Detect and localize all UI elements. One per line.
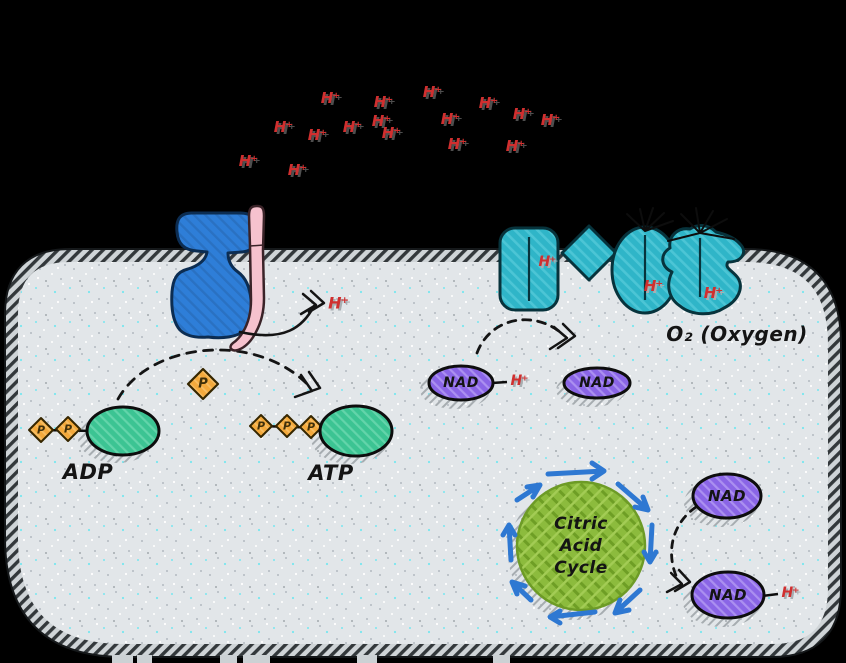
nadh-to-etc-arrow [475,318,577,355]
adenosine-oval-icon [85,405,161,457]
nad-oval-icon [691,472,763,520]
nadh-oval-icon [690,570,766,620]
cilia-icon [626,207,674,232]
adp-label: ADP [62,460,114,484]
phosphate-label: P [198,376,208,392]
proton-label: H⁺ [287,161,308,179]
proton-label: H⁺ [447,135,468,153]
proton-label: H⁺ [307,126,328,144]
proton-label: H⁺ [540,111,561,129]
proton-label: H⁺ [381,124,402,142]
proton-label: H⁺ [422,83,443,101]
nad-label: NAD [443,375,479,391]
phosphate-label: P [36,423,46,437]
proton-label: H⁺ [238,152,259,170]
arrowhead-icon [548,322,577,351]
proton-label: H⁺ [320,89,341,107]
phosphate-label: P [306,420,316,434]
diamond-protein-icon [560,224,618,282]
adp-molecule [28,405,161,457]
proton-label: H⁺ [342,118,363,136]
nad-label: NAD [579,375,615,391]
proton-label: H⁺ [440,110,461,128]
atp-synthase [170,204,326,352]
nad-label: NAD [707,487,747,505]
proton-label: H⁺ [512,105,533,123]
phosphate-diamond-icon [275,414,299,438]
proton-label: H⁺ [538,254,556,270]
phosphorylation-arrow [116,348,322,401]
nad-reduction-arrow [665,505,698,594]
clockwise-cycle-arrows-icon [500,460,659,626]
nad-pair-citric [690,472,779,620]
phosphate-diamond-icon [249,414,273,438]
proton-exit-arrow [238,289,326,337]
cilia-icon [667,207,735,242]
proton-label: H⁺ [781,585,799,601]
atp-label: ATP [308,461,354,485]
proton-label: H⁺ [703,284,724,302]
proton-label: H⁺ [328,293,349,313]
proton-label: H⁺ [505,137,526,155]
atp-synthase-protein-icon [170,211,260,340]
oxygen-label: O₂ (Oxygen) [666,322,808,346]
proton-label: H⁺ [373,93,394,111]
proton-label: H⁺ [478,94,499,112]
arrowhead-icon [293,370,322,399]
citric-cycle-circle-icon [515,480,647,612]
atp-molecule [249,404,394,458]
nadh-oval-icon [427,364,495,402]
proton-label: H⁺ [273,118,294,136]
phosphate-diamond-icon [28,417,54,443]
free-phosphate-diamond-icon [186,367,220,401]
citric-cycle-label: Acid [559,536,603,556]
citric-cycle-label: Citric [554,514,608,534]
phosphate-label: P [282,419,292,433]
nad-oval-icon [562,366,632,400]
arrowhead-icon [665,568,692,594]
anemone-protein-icon [661,224,745,316]
phosphate-label: P [256,419,266,433]
adenosine-oval-icon [318,404,394,458]
phosphate-diamond-icon [299,415,323,439]
proton-label: H⁺ [510,373,528,389]
electron-transport-chain [498,207,745,316]
inner-membrane-hatch [6,250,840,656]
proton-label: H⁺ [371,112,392,130]
nad-label: NAD [708,586,748,604]
citric-acid-cycle [500,460,659,626]
atp-synthase-stalk-icon [229,204,266,352]
arrowhead-icon [299,289,326,316]
cropped-text-fragments [112,655,510,663]
nad-pair-membrane [427,364,632,402]
phosphate-diamond-icon [55,416,81,442]
citric-cycle-label: Cycle [554,558,608,578]
phosphate-label: P [63,422,73,436]
proton-label: H⁺ [643,277,664,295]
